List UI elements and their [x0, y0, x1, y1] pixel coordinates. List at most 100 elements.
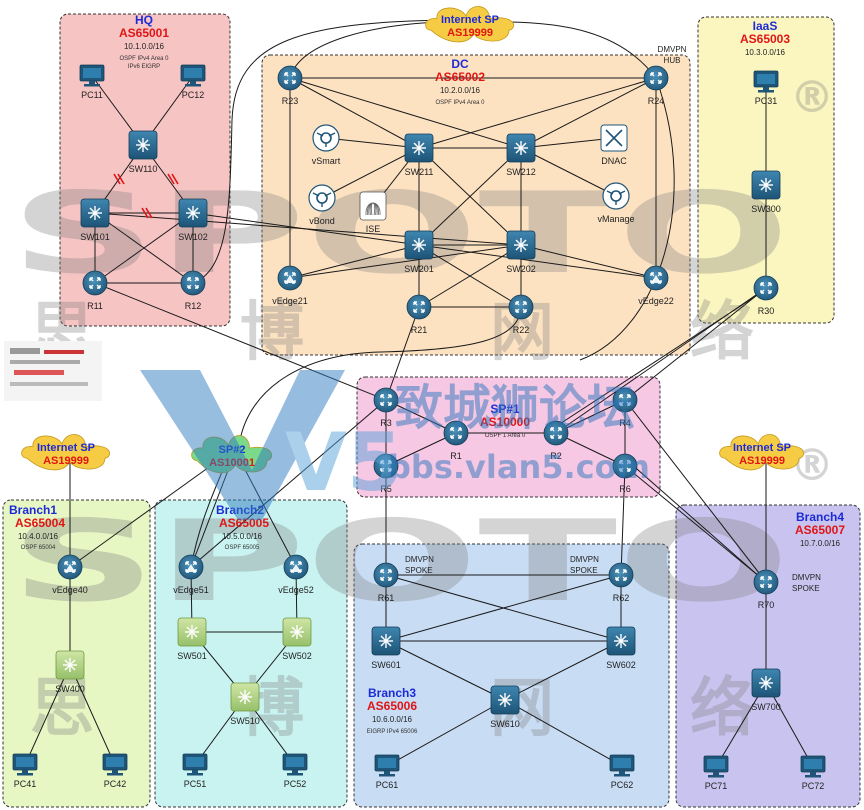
- router-icon: [508, 294, 534, 320]
- label-vmanage: vManage: [597, 214, 634, 224]
- node-vedge21[interactable]: vEdge21: [272, 265, 308, 306]
- node-sw110[interactable]: SW110: [129, 130, 158, 174]
- link-vedge21-sw202: [289, 244, 522, 279]
- node-sw300[interactable]: SW300: [751, 170, 781, 214]
- node-r12[interactable]: R12: [180, 270, 206, 311]
- vsmart-icon: [312, 124, 340, 152]
- node-pc31[interactable]: PC31: [753, 70, 779, 106]
- node-vedge40[interactable]: vEdge40: [52, 554, 88, 595]
- link-r6-r70-b: [628, 461, 771, 587]
- node-pc51[interactable]: PC51: [182, 753, 208, 789]
- node-sw202[interactable]: SW202: [506, 230, 536, 274]
- label-r30: R30: [758, 306, 775, 316]
- zone-hq: [59, 13, 231, 327]
- watermark-brand-top: SPOTO: [10, 169, 790, 299]
- branch3-note: EIGRP IPv4 65006: [367, 729, 418, 735]
- label-pc31: PC31: [755, 96, 778, 106]
- node-r1[interactable]: R1: [443, 420, 469, 461]
- node-pc62[interactable]: PC62: [609, 754, 635, 790]
- node-r11[interactable]: R11: [82, 270, 108, 311]
- node-r22[interactable]: R22: [508, 294, 534, 335]
- node-r2[interactable]: R2: [543, 420, 569, 461]
- node-r5[interactable]: R5: [373, 453, 399, 494]
- node-sw700[interactable]: SW700: [751, 668, 781, 712]
- dc-hub-label-2: HUB: [664, 56, 681, 65]
- node-sw101[interactable]: SW101: [80, 198, 110, 242]
- iaas-net: 10.3.0.0/16: [745, 48, 786, 57]
- node-pc72[interactable]: PC72: [800, 755, 826, 791]
- label-r21: R21: [411, 325, 428, 335]
- node-sw211[interactable]: SW211: [405, 133, 434, 177]
- label-vedge22: vEdge22: [638, 296, 674, 306]
- node-r30[interactable]: R30: [753, 275, 779, 316]
- forum-url-text: bbs.vlan5.com: [388, 448, 650, 486]
- node-pc71[interactable]: PC71: [703, 755, 729, 791]
- node-r62[interactable]: R62: [608, 562, 634, 603]
- node-sw212[interactable]: SW212: [506, 133, 536, 177]
- node-r6[interactable]: R6: [612, 453, 638, 494]
- node-sw601[interactable]: SW601: [371, 626, 401, 670]
- node-r24[interactable]: R24: [643, 65, 669, 106]
- link-vedge22-sw202: [520, 244, 657, 279]
- node-sw502[interactable]: SW502: [282, 617, 312, 661]
- cloud-inet-right-name: Internet SP: [733, 442, 791, 454]
- label-pc72: PC72: [802, 781, 825, 791]
- node-r61[interactable]: R61: [373, 562, 399, 603]
- node-vedge22[interactable]: vEdge22: [638, 265, 674, 306]
- node-vmanage[interactable]: vManage: [597, 182, 635, 224]
- link-r23-sw212: [289, 77, 522, 149]
- label-sw601: SW601: [371, 660, 401, 670]
- node-pc11[interactable]: PC11: [79, 64, 105, 100]
- link-r24-inet-top: [499, 21, 657, 79]
- label-r61: R61: [378, 593, 395, 603]
- node-sw501[interactable]: SW501: [177, 617, 207, 661]
- node-r70[interactable]: R70: [753, 569, 779, 610]
- link-r6-r62: [620, 465, 626, 576]
- node-vedge51[interactable]: vEdge51: [173, 554, 209, 595]
- node-vedge52[interactable]: vEdge52: [278, 554, 314, 595]
- node-sw510[interactable]: SW510: [230, 682, 260, 726]
- node-sw610[interactable]: SW610: [490, 685, 520, 729]
- hq-title: HQ: [135, 13, 153, 27]
- label-sw110: SW110: [129, 164, 158, 174]
- node-sw201[interactable]: SW201: [404, 230, 434, 274]
- link-r24-sp1: [579, 77, 675, 361]
- node-vsmart[interactable]: vSmart: [312, 124, 341, 166]
- router-icon: [643, 65, 669, 91]
- router-icon: [753, 275, 779, 301]
- cloud-inet-left-as: AS19999: [43, 455, 89, 467]
- node-sw602[interactable]: SW602: [606, 626, 636, 670]
- router-icon: [373, 453, 399, 479]
- router-icon: [277, 65, 303, 91]
- zone-sp1: [356, 376, 661, 498]
- node-pc61[interactable]: PC61: [374, 754, 400, 790]
- cloud-inet-left-name: Internet SP: [37, 442, 95, 454]
- cloud-inet-top-as: AS19999: [447, 27, 493, 39]
- node-sw400[interactable]: SW400: [55, 650, 85, 694]
- node-pc41[interactable]: PC41: [12, 753, 38, 789]
- node-r21[interactable]: R21: [406, 294, 432, 335]
- label-r22: R22: [513, 325, 530, 335]
- node-r4[interactable]: R4: [612, 387, 638, 428]
- label-sw202: SW202: [506, 264, 536, 274]
- node-ise[interactable]: ISE: [359, 191, 387, 234]
- label-r1: R1: [450, 451, 462, 461]
- ise-icon: [359, 191, 387, 221]
- node-pc42[interactable]: PC42: [102, 753, 128, 789]
- label-sw201: SW201: [404, 264, 434, 274]
- v5-watermark: V5 致城狮论坛 bbs.vlan5.com: [140, 370, 650, 520]
- label-vsmart: vSmart: [312, 156, 341, 166]
- node-dnac[interactable]: DNAC: [600, 124, 628, 166]
- node-r3[interactable]: R3: [373, 387, 399, 428]
- node-r23[interactable]: R23: [277, 65, 303, 106]
- node-pc52[interactable]: PC52: [282, 753, 308, 789]
- link-r2-r4: [555, 399, 626, 434]
- link-r2-r6: [555, 432, 626, 467]
- node-vbond[interactable]: vBond: [308, 184, 336, 226]
- link-r62-sw601: [385, 574, 622, 642]
- watermark-cn-8: 络: [690, 672, 754, 746]
- node-sw102[interactable]: SW102: [178, 198, 208, 242]
- node-pc12[interactable]: PC12: [180, 64, 206, 100]
- vbond-icon: [308, 184, 336, 212]
